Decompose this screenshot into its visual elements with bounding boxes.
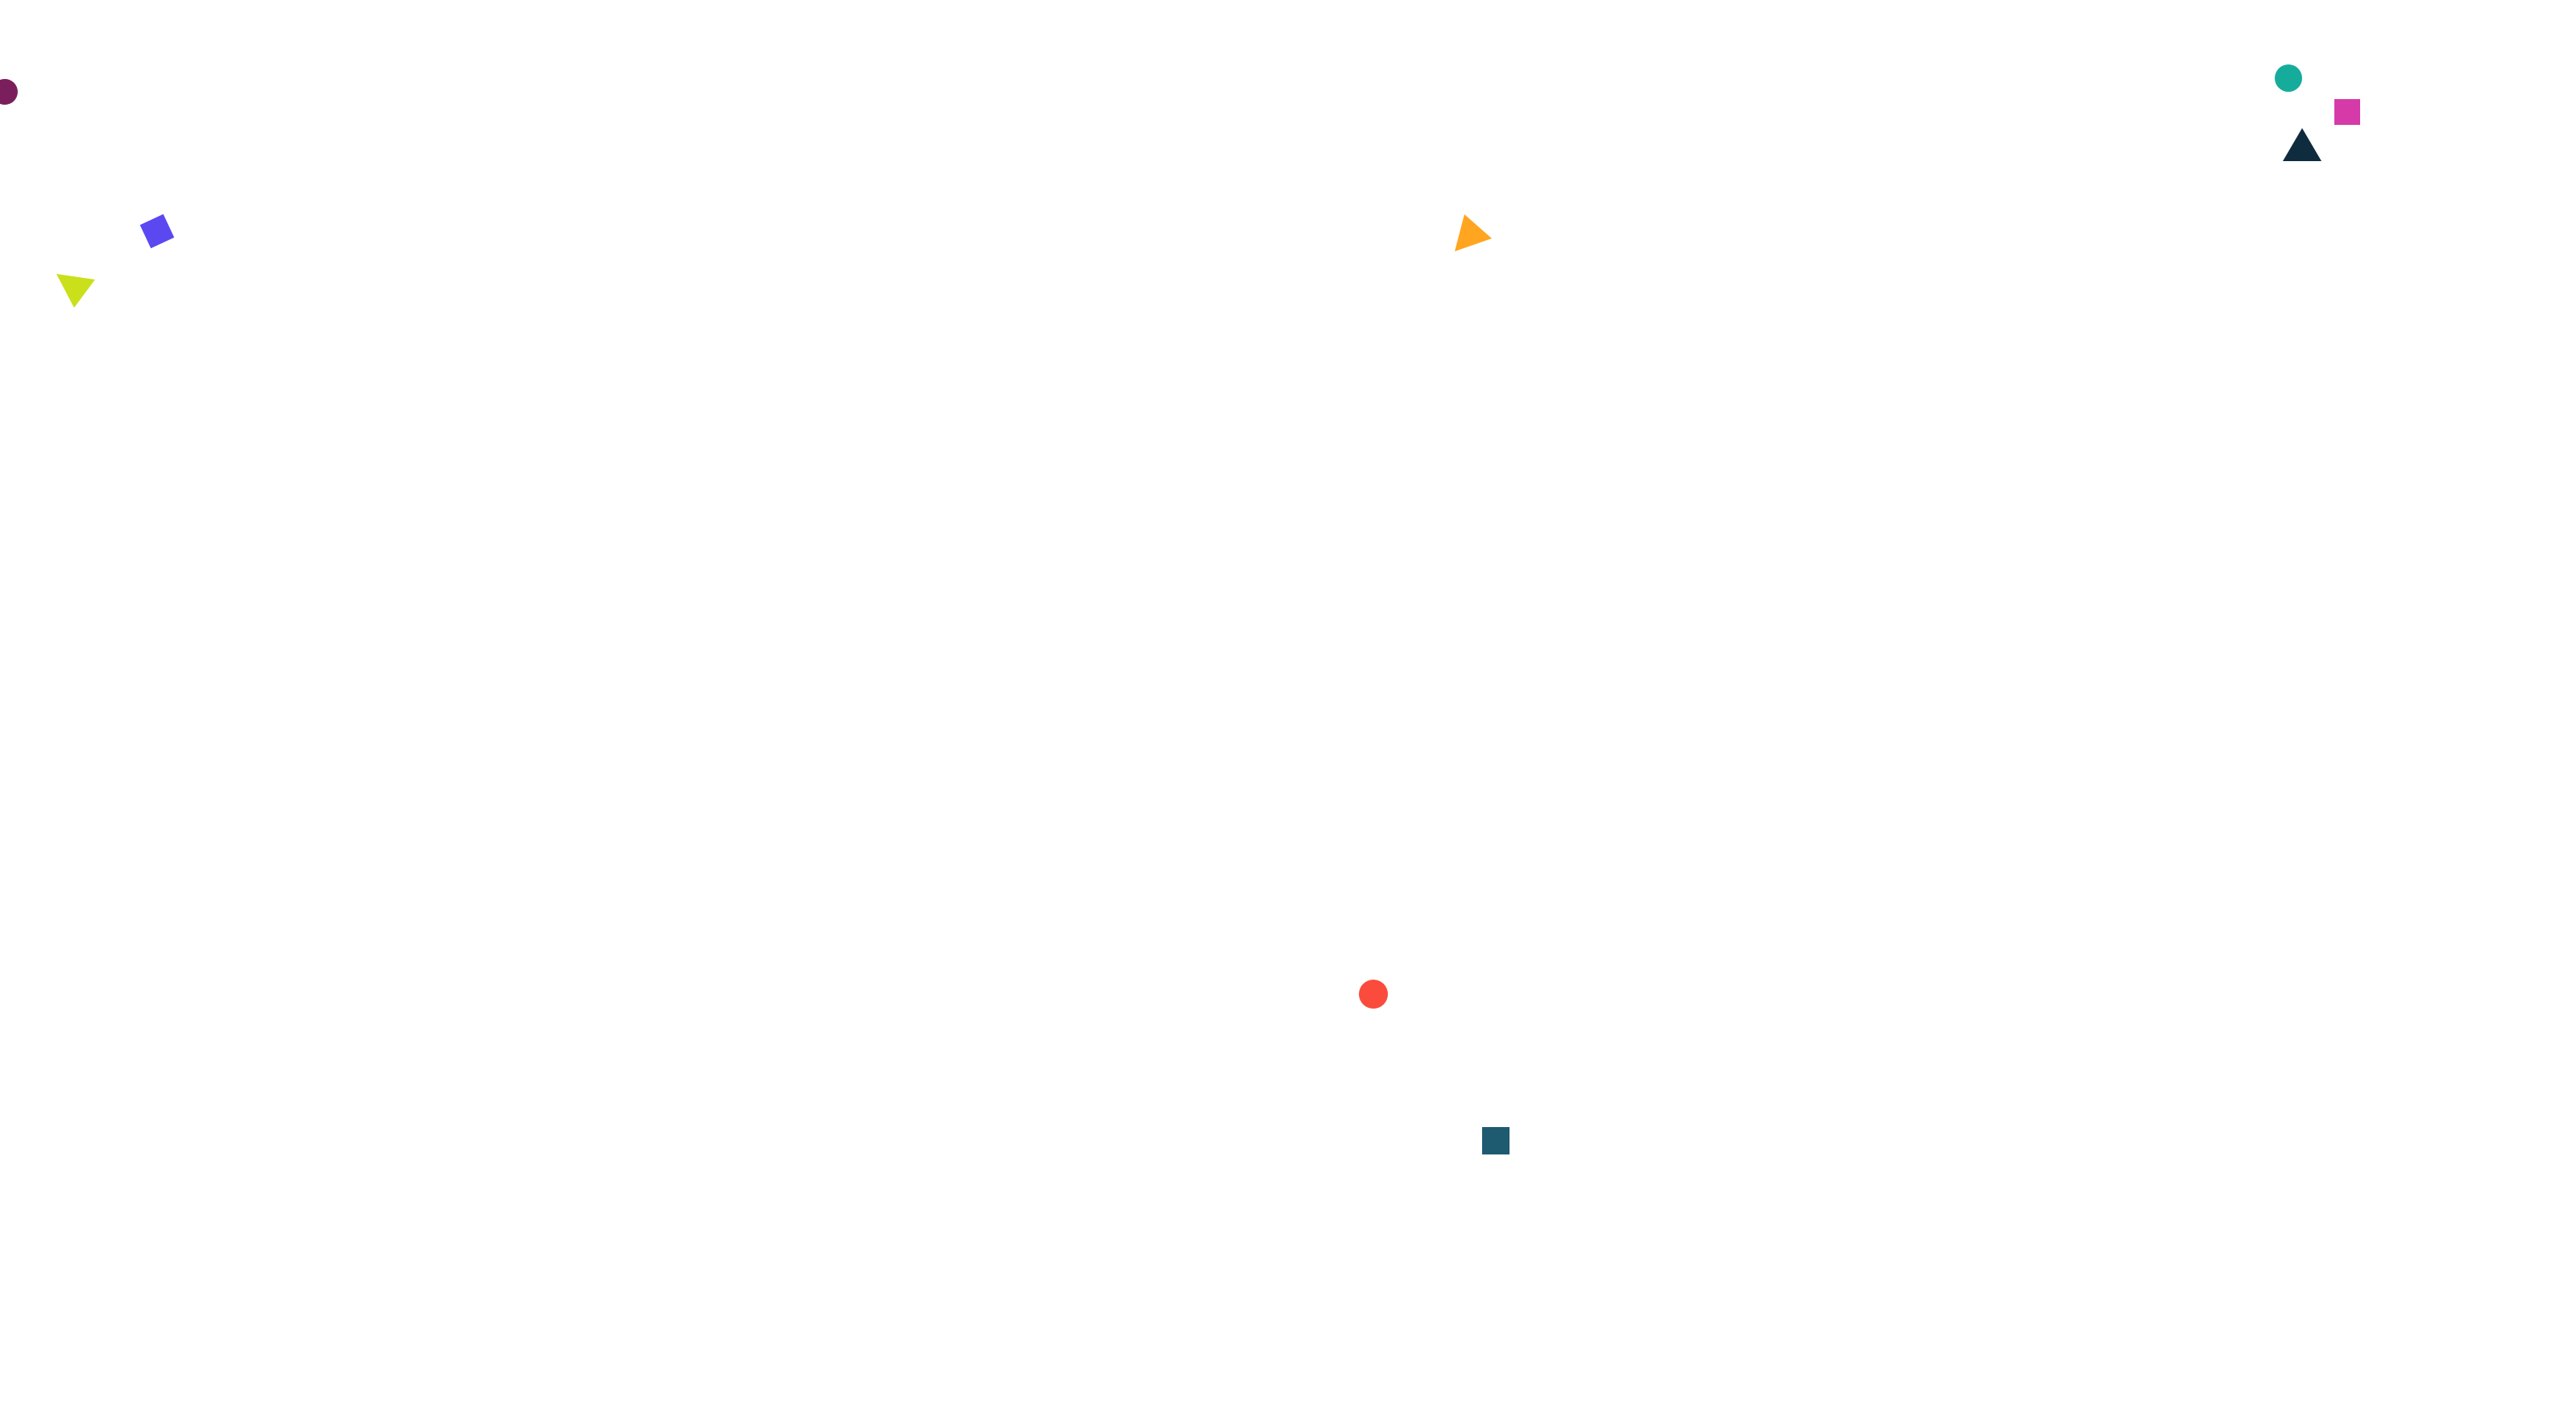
confetti-triangle-7 bbox=[2283, 128, 2321, 161]
confetti-circle-5 bbox=[2275, 64, 2302, 92]
confetti-triangle-4 bbox=[1455, 214, 1492, 251]
confetti-circle-1 bbox=[0, 79, 18, 105]
confetti-square-2 bbox=[139, 213, 175, 249]
confetti-square-6 bbox=[2334, 99, 2360, 125]
confetti-square-9 bbox=[1482, 1127, 1510, 1154]
confetti-circle-8 bbox=[1359, 980, 1388, 1009]
confetti-triangle-3 bbox=[56, 274, 95, 308]
